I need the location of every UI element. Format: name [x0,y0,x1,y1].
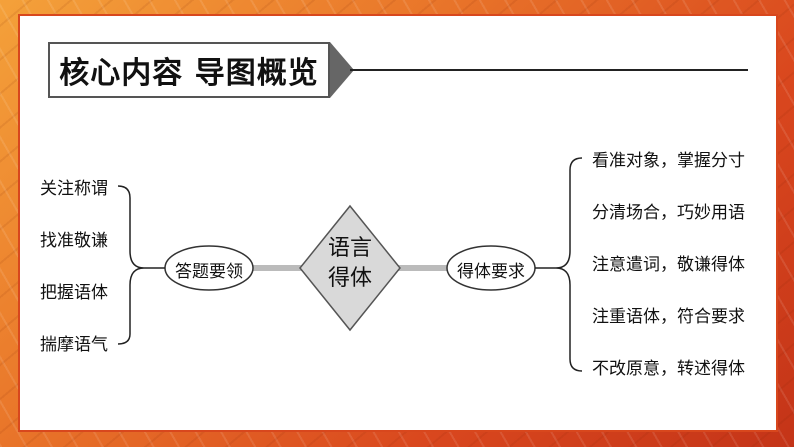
title-box: 核心内容 导图概览 [48,42,330,98]
center-label-line1: 语言 [327,236,372,261]
left-node-label: 答题要领 [175,262,243,282]
center-label-line2: 得体 [327,266,372,291]
left-item-4: 揣摩语气 [40,335,108,355]
center-diamond [299,204,401,332]
right-item-4: 注重语体，符合要求 [592,307,745,327]
title-underline [350,69,748,71]
right-brace [555,157,583,372]
right-item-5: 不改原意，转述得体 [592,359,745,379]
right-item-2: 分清场合，巧妙用语 [592,203,745,223]
left-item-1: 关注称谓 [40,179,108,199]
left-brace [117,185,145,345]
left-item-2: 找准敬谦 [40,231,108,251]
left-item-3: 把握语体 [40,283,108,303]
center-label: 语言 得体 [302,234,398,294]
mindmap-connectors [117,157,583,372]
right-item-1: 看准对象，掌握分寸 [592,151,745,171]
page-title: 核心内容 导图概览 [59,56,319,91]
right-node-label: 得体要求 [457,262,525,282]
right-item-3: 注意遣词，敬谦得体 [592,255,745,275]
slide-canvas: 核心内容 导图概览 关注称谓 找准敬谦 把握语体 揣摩语气 答题要领 得体要求 … [18,14,778,432]
